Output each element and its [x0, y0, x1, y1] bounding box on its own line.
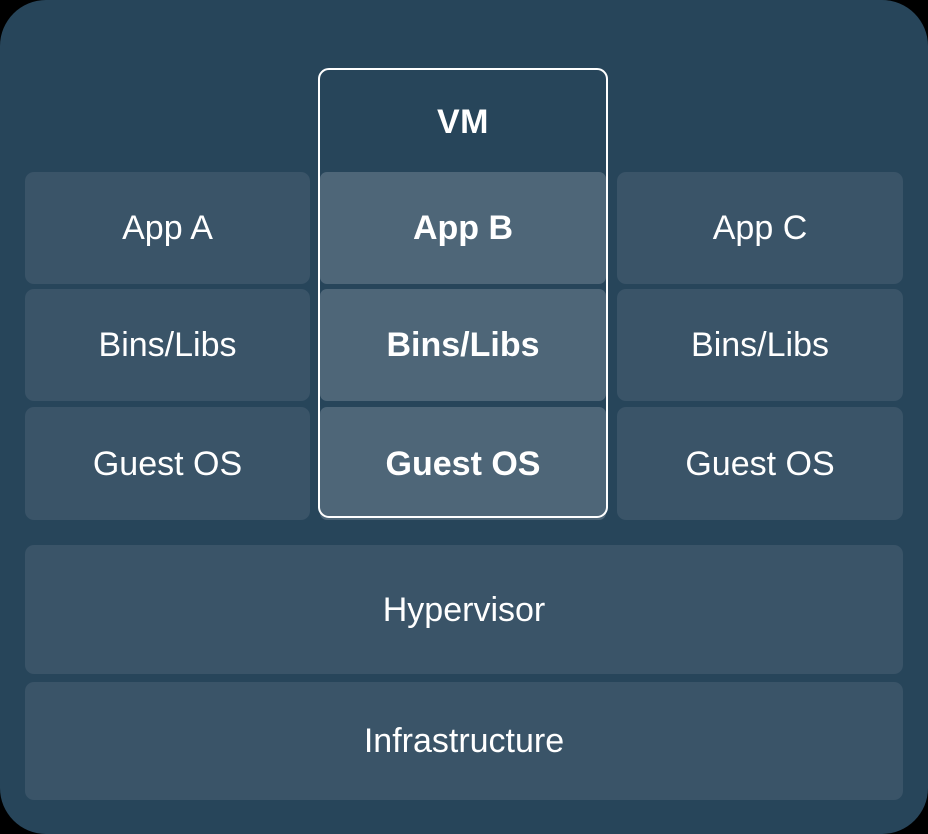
cell-guest-os-left: Guest OS [25, 407, 310, 520]
cell-guest-os-right: Guest OS [617, 407, 903, 520]
vm-label: VM [437, 102, 489, 141]
cell-app-c: App C [617, 172, 903, 284]
cell-bins-libs-left: Bins/Libs [25, 289, 310, 401]
cell-bins-libs-middle: Bins/Libs [320, 289, 606, 401]
layer-infrastructure: Infrastructure [25, 682, 903, 800]
layer-hypervisor: Hypervisor [25, 545, 903, 674]
cell-bins-libs-right: Bins/Libs [617, 289, 903, 401]
cell-app-b: App B [320, 172, 606, 284]
cell-guest-os-middle: Guest OS [320, 407, 606, 520]
cell-app-a: App A [25, 172, 310, 284]
